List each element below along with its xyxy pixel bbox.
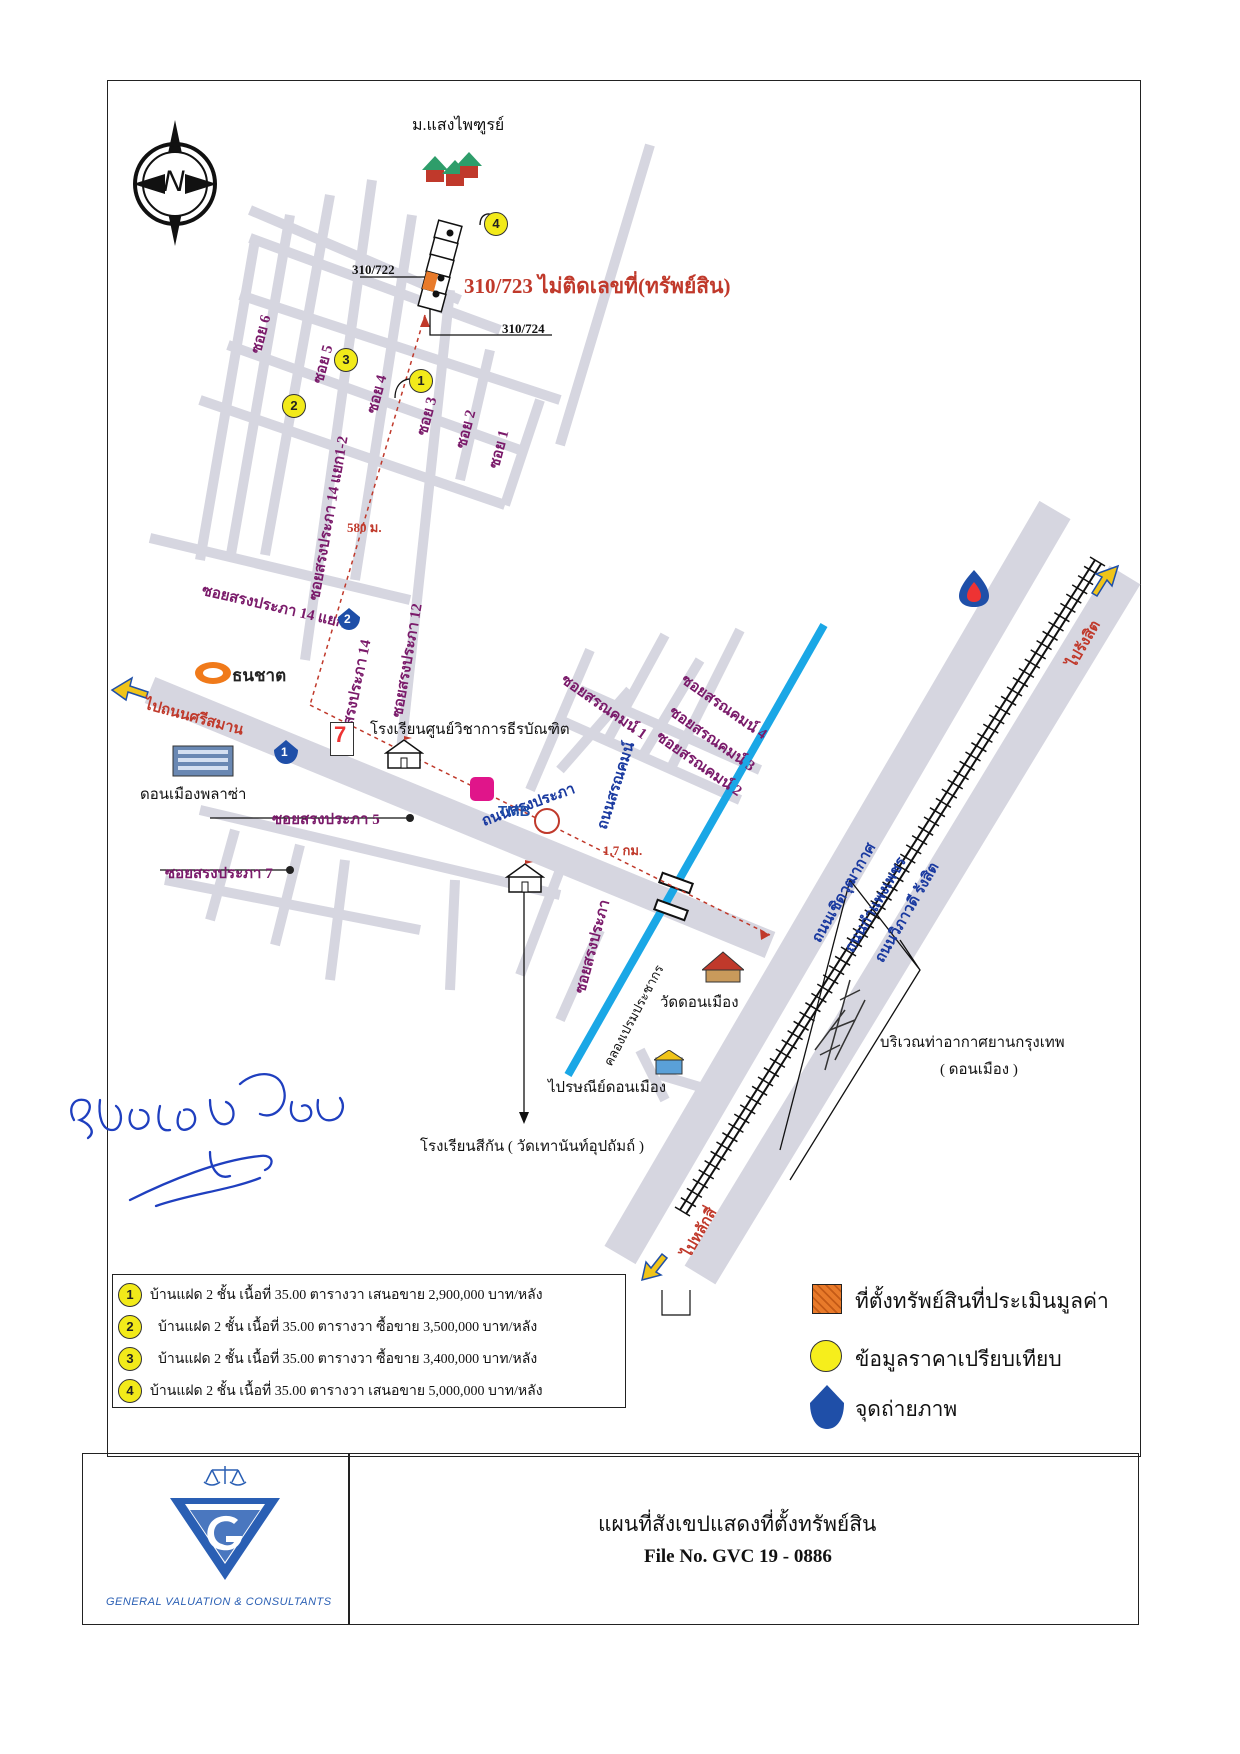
- school-1-icon: [384, 736, 424, 769]
- company-name: GENERAL VALUATION & CONSULTANTS: [106, 1596, 332, 1608]
- legend-subject-swatch: [812, 1284, 842, 1314]
- photo-marker-1-label: 1: [281, 745, 288, 759]
- wat-label: วัดดอนเมือง: [660, 995, 739, 1011]
- wat-icon: [702, 951, 744, 983]
- direction-arrows: [110, 564, 1120, 1282]
- tmb-icon: [470, 777, 494, 801]
- school-2-label: โรงเรียนสีกัน ( วัดเทานันท์อุปถัมถ์ ): [420, 1139, 644, 1155]
- subject-title: 310/723 ไม่ติดเลขที่(ทรัพย์สิน): [464, 274, 731, 298]
- footer-frame: [82, 1453, 1139, 1625]
- compass-icon: [133, 120, 217, 246]
- seven-eleven-label: 7: [334, 722, 347, 747]
- soi-7-main-label: ซอยสรงประภา 7: [165, 866, 273, 882]
- comparable-marker-3[interactable]: 3: [334, 348, 358, 372]
- addr-left: 310/722: [352, 262, 395, 277]
- airport-label-2: ( ดอนเมือง ): [940, 1062, 1018, 1078]
- thanachart-logo-icon: [195, 662, 231, 684]
- legend-comparable-label: ข้อมูลราคาเปรียบเทียบ: [855, 1347, 1062, 1371]
- school-2-icon: [505, 860, 545, 893]
- table-marker-1: 1: [118, 1283, 142, 1307]
- road-vibhavadi: [684, 565, 1141, 1285]
- table-marker-4: 4: [118, 1379, 142, 1403]
- pointer-lines: [160, 213, 921, 1181]
- post-office-label: ไปรษณีย์ดอนเมือง: [548, 1080, 667, 1096]
- photo-marker-2-label: 2: [344, 612, 351, 626]
- comparable-row-3: บ้านแฝด 2 ชั้น เนื้อที่ 35.00 ตารางวา ซื…: [158, 1352, 538, 1367]
- soi-5-main-label: ซอยสรงประภา 5: [272, 812, 380, 828]
- bridges: [652, 871, 695, 922]
- ptt-icon: [959, 570, 989, 607]
- addr-right: 310/724: [502, 321, 545, 336]
- village-icon: [422, 152, 482, 186]
- comparable-row-4: บ้านแฝด 2 ชั้น เนื้อที่ 35.00 ตารางวา เส…: [150, 1384, 543, 1399]
- comparable-marker-1[interactable]: 1: [409, 369, 433, 393]
- school-1-label: โรงเรียนศูนย์วิชาการธีรบัณฑิต: [370, 722, 570, 738]
- table-marker-2: 2: [118, 1315, 142, 1339]
- post-office-icon: [654, 1050, 684, 1075]
- kbank-icon: [534, 808, 560, 834]
- legend-photo-icon: [810, 1385, 844, 1429]
- airport-icon: [814, 979, 866, 1071]
- airport-label-1: บริเวณท่าอากาศยานกรุงเทพ: [880, 1035, 1065, 1051]
- comparable-marker-4[interactable]: 4: [484, 212, 508, 236]
- legend-photo-label: จุดถ่ายภาพ: [855, 1397, 958, 1421]
- legend-subject-label: ที่ตั้งทรัพย์สินที่ประเมินมูลค่า: [855, 1289, 1109, 1313]
- distance-580: 580 ม.: [347, 520, 382, 535]
- donmueang-plaza-label: ดอนเมืองพลาซ่า: [140, 787, 247, 803]
- canal-prem: [564, 623, 828, 1077]
- distance-1-7: 1.7 กม.: [603, 843, 643, 858]
- handwritten-signature: [70, 1073, 344, 1208]
- comparable-row-1: บ้านแฝด 2 ชั้น เนื้อที่ 35.00 ตารางวา เส…: [150, 1288, 543, 1303]
- footer-divider: [348, 1453, 350, 1625]
- comparables-table: [112, 1274, 626, 1408]
- gvc-logo-icon: [170, 1466, 280, 1580]
- table-marker-3: 3: [118, 1347, 142, 1371]
- footer-title: แผนที่สังเขปแสดงที่ตั้งทรัพย์สิน: [598, 1512, 877, 1536]
- legend-comparable-swatch: [810, 1340, 842, 1372]
- compass-n: N: [163, 165, 185, 198]
- subject-parcel: [422, 271, 439, 292]
- photo-marker-2-icon[interactable]: [338, 608, 360, 630]
- thanachart-label: ธนชาต: [232, 666, 287, 685]
- seven-eleven-icon: [330, 722, 354, 756]
- soi-grid: [148, 143, 763, 1103]
- footer-file-no: File No. GVC 19 - 0886: [644, 1546, 832, 1567]
- tmb-label: TMB: [498, 803, 531, 820]
- comparable-marker-2[interactable]: 2: [282, 394, 306, 418]
- comparable-row-2: บ้านแฝด 2 ชั้น เนื้อที่ 35.00 ตารางวา ซื…: [158, 1320, 538, 1335]
- village-label: ม.แสงไพฑูรย์: [412, 117, 505, 134]
- photo-marker-1-icon[interactable]: [274, 740, 298, 764]
- road-chert: [604, 500, 1071, 1265]
- donmueang-plaza-icon: [172, 745, 234, 777]
- map-frame: [107, 80, 1141, 1457]
